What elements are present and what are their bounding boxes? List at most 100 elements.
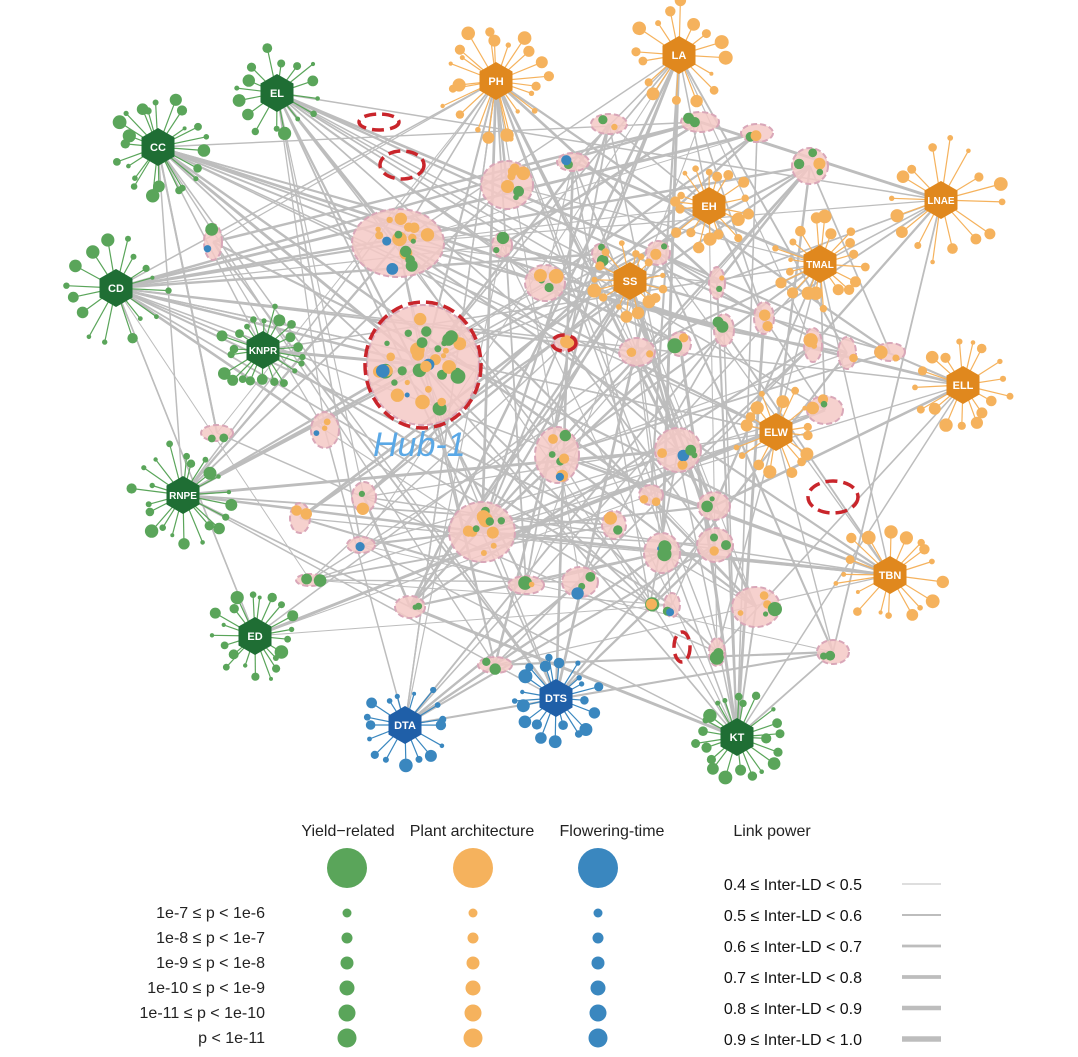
snp-node bbox=[149, 482, 155, 489]
snp-node bbox=[690, 94, 703, 108]
snp-node bbox=[889, 195, 895, 201]
ld-link bbox=[723, 328, 848, 355]
trait-hub-label: LA bbox=[672, 50, 687, 62]
snp-node bbox=[146, 189, 160, 203]
snp-node bbox=[759, 591, 769, 600]
snp-node bbox=[585, 572, 596, 582]
snp-node bbox=[203, 245, 212, 253]
snp-node bbox=[591, 276, 598, 283]
snp-node bbox=[293, 62, 302, 71]
ld-link bbox=[556, 454, 757, 608]
ld-link bbox=[763, 199, 942, 319]
snp-node bbox=[183, 452, 191, 460]
snp-node bbox=[686, 228, 696, 238]
snp-node bbox=[709, 650, 724, 665]
snp-node bbox=[102, 339, 108, 345]
ld-link bbox=[157, 146, 546, 284]
hexagon-icon bbox=[662, 36, 696, 74]
ld-link bbox=[501, 244, 738, 738]
snp-node bbox=[287, 610, 299, 622]
snp-node bbox=[279, 379, 288, 388]
ld-link bbox=[262, 263, 821, 351]
snp-node bbox=[1006, 392, 1014, 400]
trait-hub-label: KT bbox=[730, 732, 745, 744]
ld-link bbox=[736, 651, 834, 738]
snp-node bbox=[846, 227, 856, 236]
snp-node bbox=[175, 186, 183, 195]
snp-node bbox=[632, 21, 646, 36]
hexagon-icon bbox=[246, 331, 280, 369]
snp-node bbox=[513, 194, 519, 201]
snp-node bbox=[144, 524, 159, 538]
snp-node bbox=[928, 143, 937, 152]
snp-node bbox=[738, 176, 750, 188]
ld-link bbox=[212, 120, 701, 244]
snp-node bbox=[598, 293, 608, 302]
snp-node bbox=[709, 546, 719, 556]
legend-size-dot bbox=[591, 956, 605, 970]
snp-node bbox=[315, 96, 320, 101]
snp-node bbox=[202, 456, 209, 463]
snp-node bbox=[631, 47, 641, 57]
trait-hub-la: LA bbox=[662, 36, 696, 74]
legend-size-dot bbox=[592, 932, 604, 944]
legend-size-label: 1e-7 ≤ p < 1e-6 bbox=[156, 905, 265, 922]
snp-node bbox=[743, 208, 754, 220]
snp-node bbox=[493, 247, 500, 254]
snp-node bbox=[558, 720, 568, 730]
ld-link bbox=[362, 496, 412, 608]
snp-node bbox=[789, 238, 797, 246]
snp-node bbox=[616, 304, 622, 310]
snp-node bbox=[667, 338, 683, 354]
snp-node bbox=[803, 430, 813, 441]
ld-link bbox=[276, 92, 365, 498]
snp-node bbox=[710, 533, 718, 542]
snp-node bbox=[355, 542, 365, 552]
snp-node bbox=[555, 472, 565, 481]
snp-node bbox=[123, 110, 129, 116]
snp-node bbox=[930, 259, 935, 265]
snp-node bbox=[391, 379, 398, 386]
snp-node bbox=[412, 691, 417, 696]
snp-node bbox=[410, 238, 416, 244]
ld-link bbox=[495, 80, 738, 738]
snp-node bbox=[657, 448, 667, 458]
ld-link bbox=[397, 199, 942, 244]
snp-node bbox=[896, 226, 908, 239]
snp-node bbox=[415, 602, 423, 610]
snp-node bbox=[520, 689, 525, 695]
snp-node bbox=[998, 198, 1006, 206]
snp-node bbox=[716, 285, 723, 292]
snp-node bbox=[439, 743, 445, 749]
ld-link bbox=[525, 552, 663, 586]
snp-node bbox=[543, 71, 555, 82]
snp-node bbox=[578, 681, 585, 687]
ld-link bbox=[736, 132, 758, 738]
snp-node bbox=[256, 374, 268, 385]
snp-node bbox=[523, 45, 535, 57]
snp-node bbox=[638, 56, 648, 66]
hexagon-icon bbox=[238, 617, 272, 655]
trait-hub-label: EL bbox=[270, 88, 284, 100]
snp-node bbox=[966, 148, 971, 154]
snp-node bbox=[507, 166, 518, 177]
hexagon-icon bbox=[539, 679, 573, 717]
snp-node bbox=[806, 401, 819, 415]
snp-node bbox=[639, 495, 649, 504]
snp-node bbox=[674, 0, 687, 7]
snp-node bbox=[642, 295, 656, 309]
highlight-ring bbox=[550, 333, 578, 353]
snp-node bbox=[130, 253, 137, 260]
ld-link bbox=[115, 131, 758, 290]
snp-node bbox=[386, 352, 396, 362]
snp-node bbox=[997, 358, 1003, 365]
snp-node bbox=[947, 243, 958, 254]
snp-node bbox=[740, 419, 753, 432]
snp-node bbox=[878, 610, 883, 615]
snp-node bbox=[914, 242, 922, 249]
snp-node bbox=[130, 183, 138, 190]
ld-link bbox=[397, 132, 758, 244]
snp-node bbox=[687, 18, 700, 31]
snp-node bbox=[475, 126, 481, 133]
ld-link bbox=[397, 242, 651, 606]
